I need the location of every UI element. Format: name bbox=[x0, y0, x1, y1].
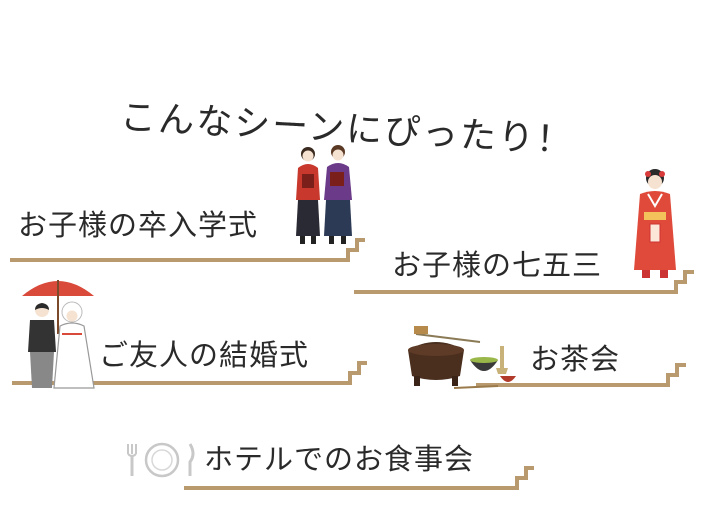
shichigosan-girl-icon bbox=[634, 169, 676, 278]
page-title: こんなシーンにぴったり！ bbox=[119, 97, 575, 162]
cutlery-plate-icon bbox=[127, 442, 195, 478]
underline-shichigosan bbox=[354, 270, 694, 294]
scene-label-hotel-dinner: ホテルでのお食事会 bbox=[204, 442, 475, 476]
tea-ceremony-icon bbox=[408, 326, 516, 389]
underline-tea-ceremony bbox=[476, 363, 686, 387]
underline-wedding bbox=[12, 361, 367, 385]
scene-label-graduation: お子様の卒入学式 bbox=[18, 208, 259, 242]
scene-label-wedding: ご友人の結婚式 bbox=[99, 338, 310, 372]
scene-label-tea-ceremony: お茶会 bbox=[530, 342, 621, 376]
wedding-couple-icon bbox=[22, 280, 95, 389]
graduation-students-icon bbox=[296, 145, 352, 244]
underline-hotel-dinner bbox=[184, 466, 534, 490]
scene-label-shichigosan: お子様の七五三 bbox=[392, 248, 603, 282]
underline-graduation bbox=[10, 238, 365, 262]
